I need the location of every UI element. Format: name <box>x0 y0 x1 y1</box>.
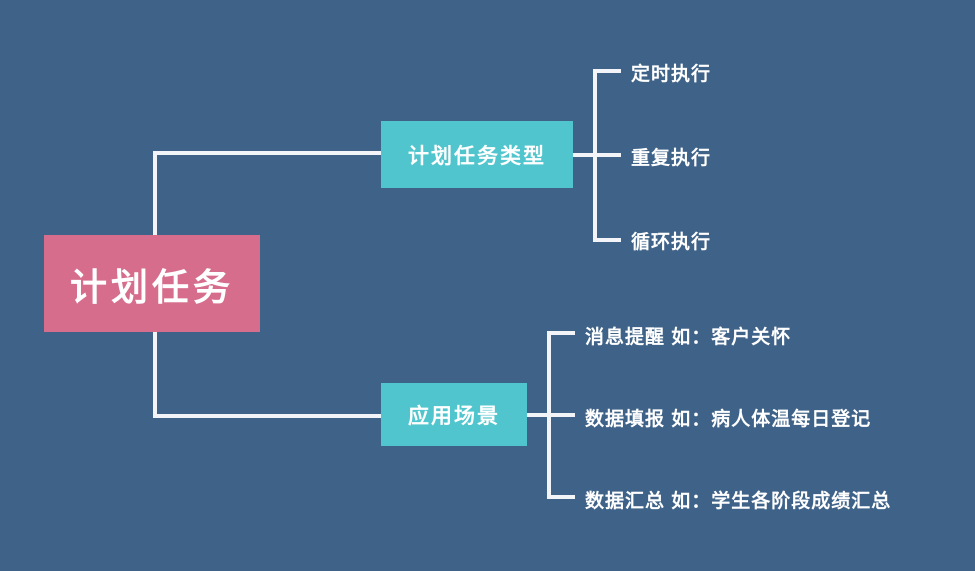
connector-root-to-branch-1 <box>153 151 383 155</box>
leaf-label-data-reporting: 数据填报 如：病人体温每日登记 <box>585 409 872 430</box>
branch-node-task-types-label: 计划任务类型 <box>408 144 546 168</box>
branch-node-task-types[interactable]: 计划任务类型 <box>381 121 573 188</box>
leaf-label-repeated-execution: 重复执行 <box>631 148 712 169</box>
root-node[interactable]: 计划任务 <box>44 235 260 332</box>
branch-node-use-cases[interactable]: 应用场景 <box>381 383 527 446</box>
connector-branch-1-stem <box>573 153 597 157</box>
leaf-label-message-reminder: 消息提醒 如：客户关怀 <box>585 327 792 348</box>
leaf-label-loop-execution: 循环执行 <box>631 232 712 253</box>
leaf-label-scheduled-execution: 定时执行 <box>631 64 712 85</box>
branch-node-use-cases-label: 应用场景 <box>408 404 500 428</box>
connector-branch-2-leaf-2 <box>547 413 575 417</box>
connector-branch-2-leaf-1 <box>547 331 575 335</box>
connector-branch-1-leaf-3 <box>593 238 621 242</box>
root-node-label: 计划任务 <box>70 266 234 308</box>
connector-root-to-branch-2 <box>153 414 383 418</box>
leaf-label-data-aggregation: 数据汇总 如：学生各阶段成绩汇总 <box>585 491 892 512</box>
connector-branch-2-stem <box>527 413 551 417</box>
connector-branch-1-leaf-1 <box>593 69 621 73</box>
connector-branch-1-leaf-2 <box>593 153 621 157</box>
connector-branch-2-leaf-3 <box>547 495 575 499</box>
